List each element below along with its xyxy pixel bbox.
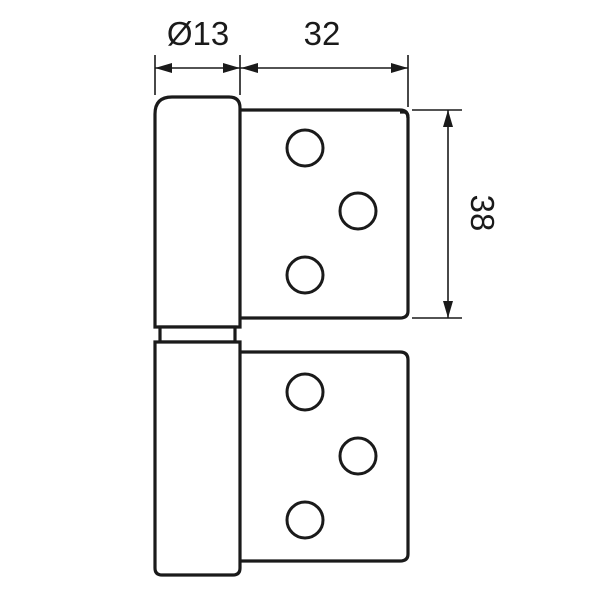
lower-knuckle bbox=[153, 340, 242, 577]
dimension-width: 32 bbox=[240, 15, 409, 107]
upper-knuckle bbox=[153, 95, 242, 329]
diameter-label: Ø13 bbox=[167, 15, 229, 52]
dimension-diameter: Ø13 bbox=[154, 15, 241, 95]
upper-hole-2 bbox=[338, 191, 378, 231]
upper-hole-1 bbox=[285, 128, 325, 168]
upper-hole-3 bbox=[285, 255, 325, 295]
lower-hole-3 bbox=[285, 500, 325, 540]
height-label: 38 bbox=[464, 195, 501, 232]
upper-leaf bbox=[236, 108, 410, 320]
dimension-height: 38 bbox=[412, 109, 501, 319]
knuckle-spacer bbox=[158, 325, 237, 344]
lower-hole-1 bbox=[285, 372, 325, 412]
width-label: 32 bbox=[304, 15, 341, 52]
lower-hole-2 bbox=[338, 436, 378, 476]
lower-leaf bbox=[236, 350, 410, 563]
